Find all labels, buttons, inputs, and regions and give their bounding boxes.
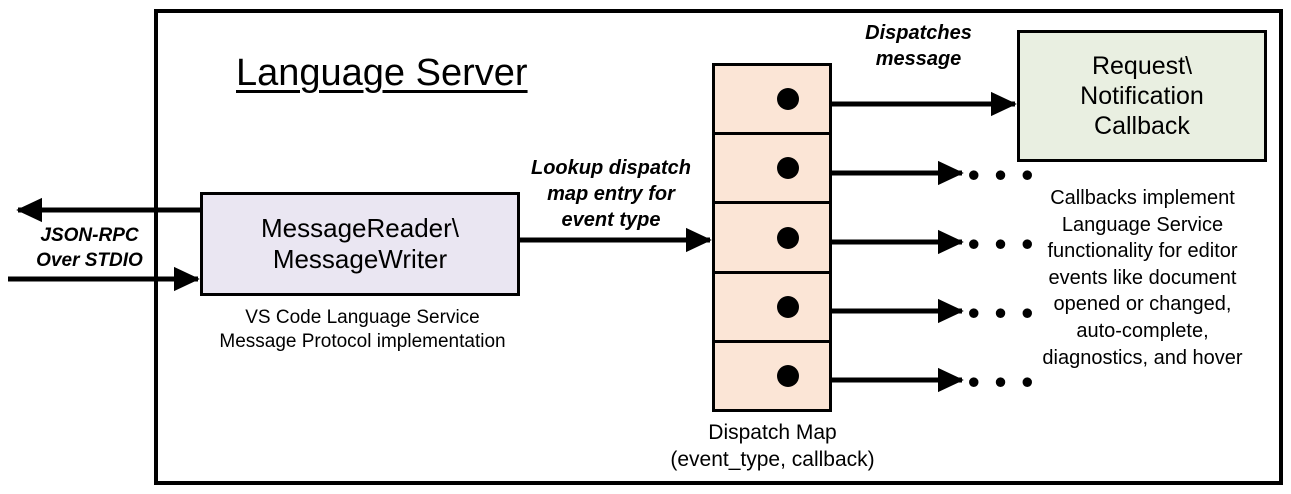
callback-pointer-dot-icon xyxy=(777,364,799,387)
ellipsis-row-2: • • • xyxy=(968,156,1036,193)
ellipsis-row-3: • • • xyxy=(968,225,1036,262)
lookup-dispatch-label: Lookup dispatch map entry for event type xyxy=(531,157,691,231)
dispatches-message-label: Dispatches message xyxy=(865,22,972,70)
page-title: Language Server xyxy=(236,52,528,94)
ellipsis-row-4: • • • xyxy=(968,294,1036,331)
callback-pointer-dot-icon xyxy=(777,295,799,318)
message-reader-writer-label: MessageReader\ MessageWriter xyxy=(261,213,459,274)
language-server-boundary xyxy=(154,9,1283,485)
dispatch-map-row[interactable] xyxy=(715,66,829,136)
callback-pointer-dot-icon xyxy=(777,157,799,180)
dispatch-map-row[interactable] xyxy=(715,274,829,343)
request-notification-callback-label: Request\ Notification Callback xyxy=(1080,52,1204,140)
callback-pointer-dot-icon xyxy=(777,88,799,111)
dispatch-map-row[interactable] xyxy=(715,204,829,274)
jsonrpc-transport-label: JSON-RPC Over STDIO xyxy=(36,225,143,271)
dispatch-map-table[interactable] xyxy=(712,63,832,412)
dispatch-map-row[interactable] xyxy=(715,343,829,409)
dispatch-map-row[interactable] xyxy=(715,135,829,205)
ellipsis-row-5: • • • xyxy=(968,363,1036,400)
dispatch-map-caption: Dispatch Map (event_type, callback) xyxy=(670,421,875,472)
callback-pointer-dot-icon xyxy=(777,226,799,249)
request-notification-callback-box[interactable]: Request\ Notification Callback xyxy=(1017,30,1267,162)
message-reader-writer-caption: VS Code Language Service Message Protoco… xyxy=(219,307,506,353)
message-reader-writer-box[interactable]: MessageReader\ MessageWriter xyxy=(200,192,520,296)
callback-description: Callbacks implement Language Service fun… xyxy=(1042,187,1243,369)
